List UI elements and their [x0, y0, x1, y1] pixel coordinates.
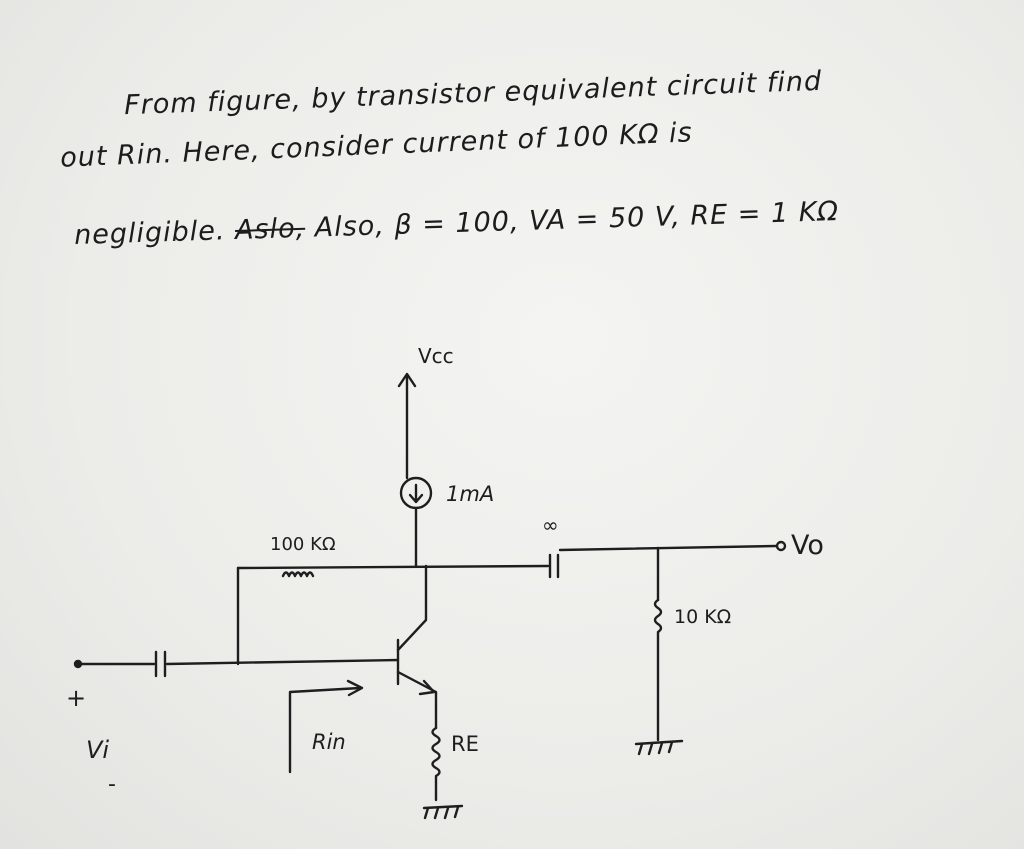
- ground-hatch: [443, 806, 450, 820]
- base-wire: [165, 658, 400, 666]
- emitter-ground: [422, 804, 464, 810]
- input-plus-label: +: [66, 684, 87, 712]
- transistor-emitter: [396, 670, 438, 730]
- vcc-label: Vcc: [418, 344, 454, 368]
- input-minus-label: -: [108, 772, 116, 797]
- ground-hatch: [453, 805, 460, 819]
- vcc-arrow: [397, 372, 417, 388]
- emitter-arrow: [418, 679, 436, 696]
- coupling-cap-label: ∞: [542, 513, 559, 537]
- current-source-arrow: [408, 483, 424, 504]
- rin-bracket: [288, 686, 362, 774]
- ground-hatch: [647, 742, 654, 756]
- ground-hatch: [423, 806, 430, 820]
- ground-hatch: [667, 740, 674, 754]
- output-wire: [558, 544, 778, 552]
- ground-hatch: [433, 806, 440, 820]
- rin-label: Rin: [312, 730, 346, 754]
- current-source-label: 1mA: [446, 482, 495, 506]
- feedback-resistor: [281, 571, 315, 578]
- emitter-resistor-label: RE: [451, 732, 479, 756]
- rin-arrow: [346, 679, 364, 697]
- load-resistor-label: 10 KΩ: [674, 606, 732, 628]
- ground-hatch: [637, 742, 644, 756]
- input-label: Vi: [86, 736, 110, 764]
- emitter-resistor: [431, 726, 441, 802]
- output-terminal: [775, 540, 787, 552]
- load-ground: [634, 739, 684, 746]
- load-resistor: [653, 598, 663, 742]
- output-label: Vo: [791, 530, 824, 561]
- transistor-collector: [396, 564, 428, 652]
- top-horizontal-wire: [236, 564, 550, 570]
- input-terminal: [73, 659, 83, 669]
- ground-hatch: [657, 741, 664, 755]
- feedback-resistor-label: 100 KΩ: [270, 534, 336, 555]
